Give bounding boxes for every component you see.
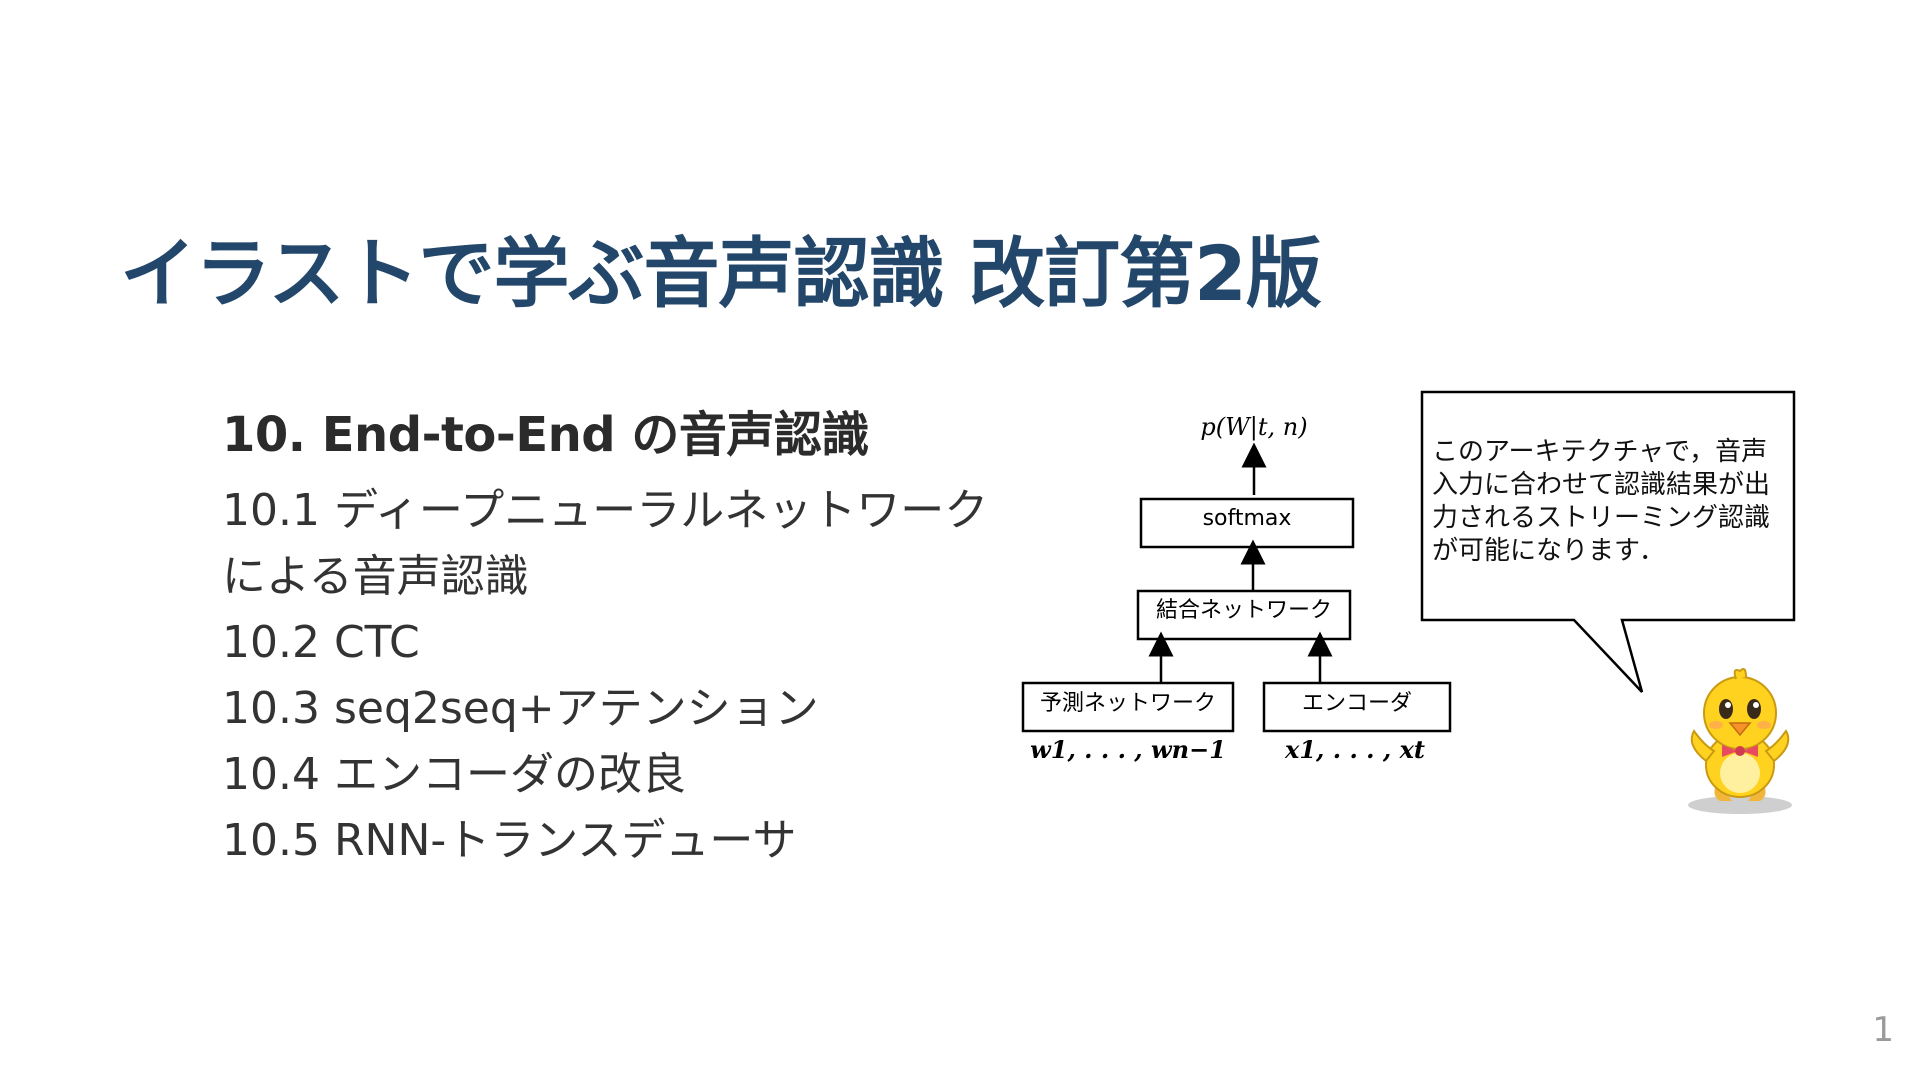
output-probability-label: p(W|t, n) — [1200, 413, 1307, 442]
toc-item: 10.1 ディープニューラルネットワーク — [222, 485, 989, 536]
toc-item: 10.4 エンコーダの改良 — [222, 749, 686, 800]
joint-network-label: 結合ネットワーク — [1156, 598, 1332, 623]
table-of-contents: 10.1 ディープニューラルネットワーク による音声認識 10.2 CTC 10… — [222, 478, 988, 874]
page-number: 1 — [1872, 1010, 1894, 1050]
encoder-box — [1262, 681, 1452, 733]
toc-item: 10.5 RNN-トランスデューサ — [222, 815, 797, 866]
joint-network-box — [1136, 589, 1352, 641]
speech-bubble — [1420, 390, 1796, 693]
toc-item: 10.3 seq2seq+アテンション — [222, 683, 819, 734]
softmax-label: softmax — [1203, 506, 1292, 531]
speech-bubble-text: このアーキテクチャで，音声入力に合わせて認識結果が出力されるストリーミング認識が… — [1432, 437, 1771, 566]
section-heading: 10. End-to-End の音声認識 — [222, 407, 869, 463]
prediction-input-sequence: w1, . . . , wn−1 — [1030, 735, 1226, 764]
encoder-label: エンコーダ — [1302, 691, 1412, 716]
chick-mascot-icon — [1688, 668, 1792, 814]
toc-item: 10.2 CTC — [222, 617, 420, 668]
toc-item: による音声認識 — [222, 551, 529, 602]
prediction-network-label: 予測ネットワーク — [1040, 691, 1216, 716]
rnn-transducer-diagram: p(W|t, n) softmax 結合ネットワーク 予測ネットワーク エンコー… — [1021, 413, 1452, 764]
encoder-input-sequence: x1, . . . , xt — [1284, 735, 1425, 764]
prediction-network-box — [1021, 681, 1235, 733]
slide-title: イラストで学ぶ音声認識 改訂第2版 — [120, 229, 1322, 318]
